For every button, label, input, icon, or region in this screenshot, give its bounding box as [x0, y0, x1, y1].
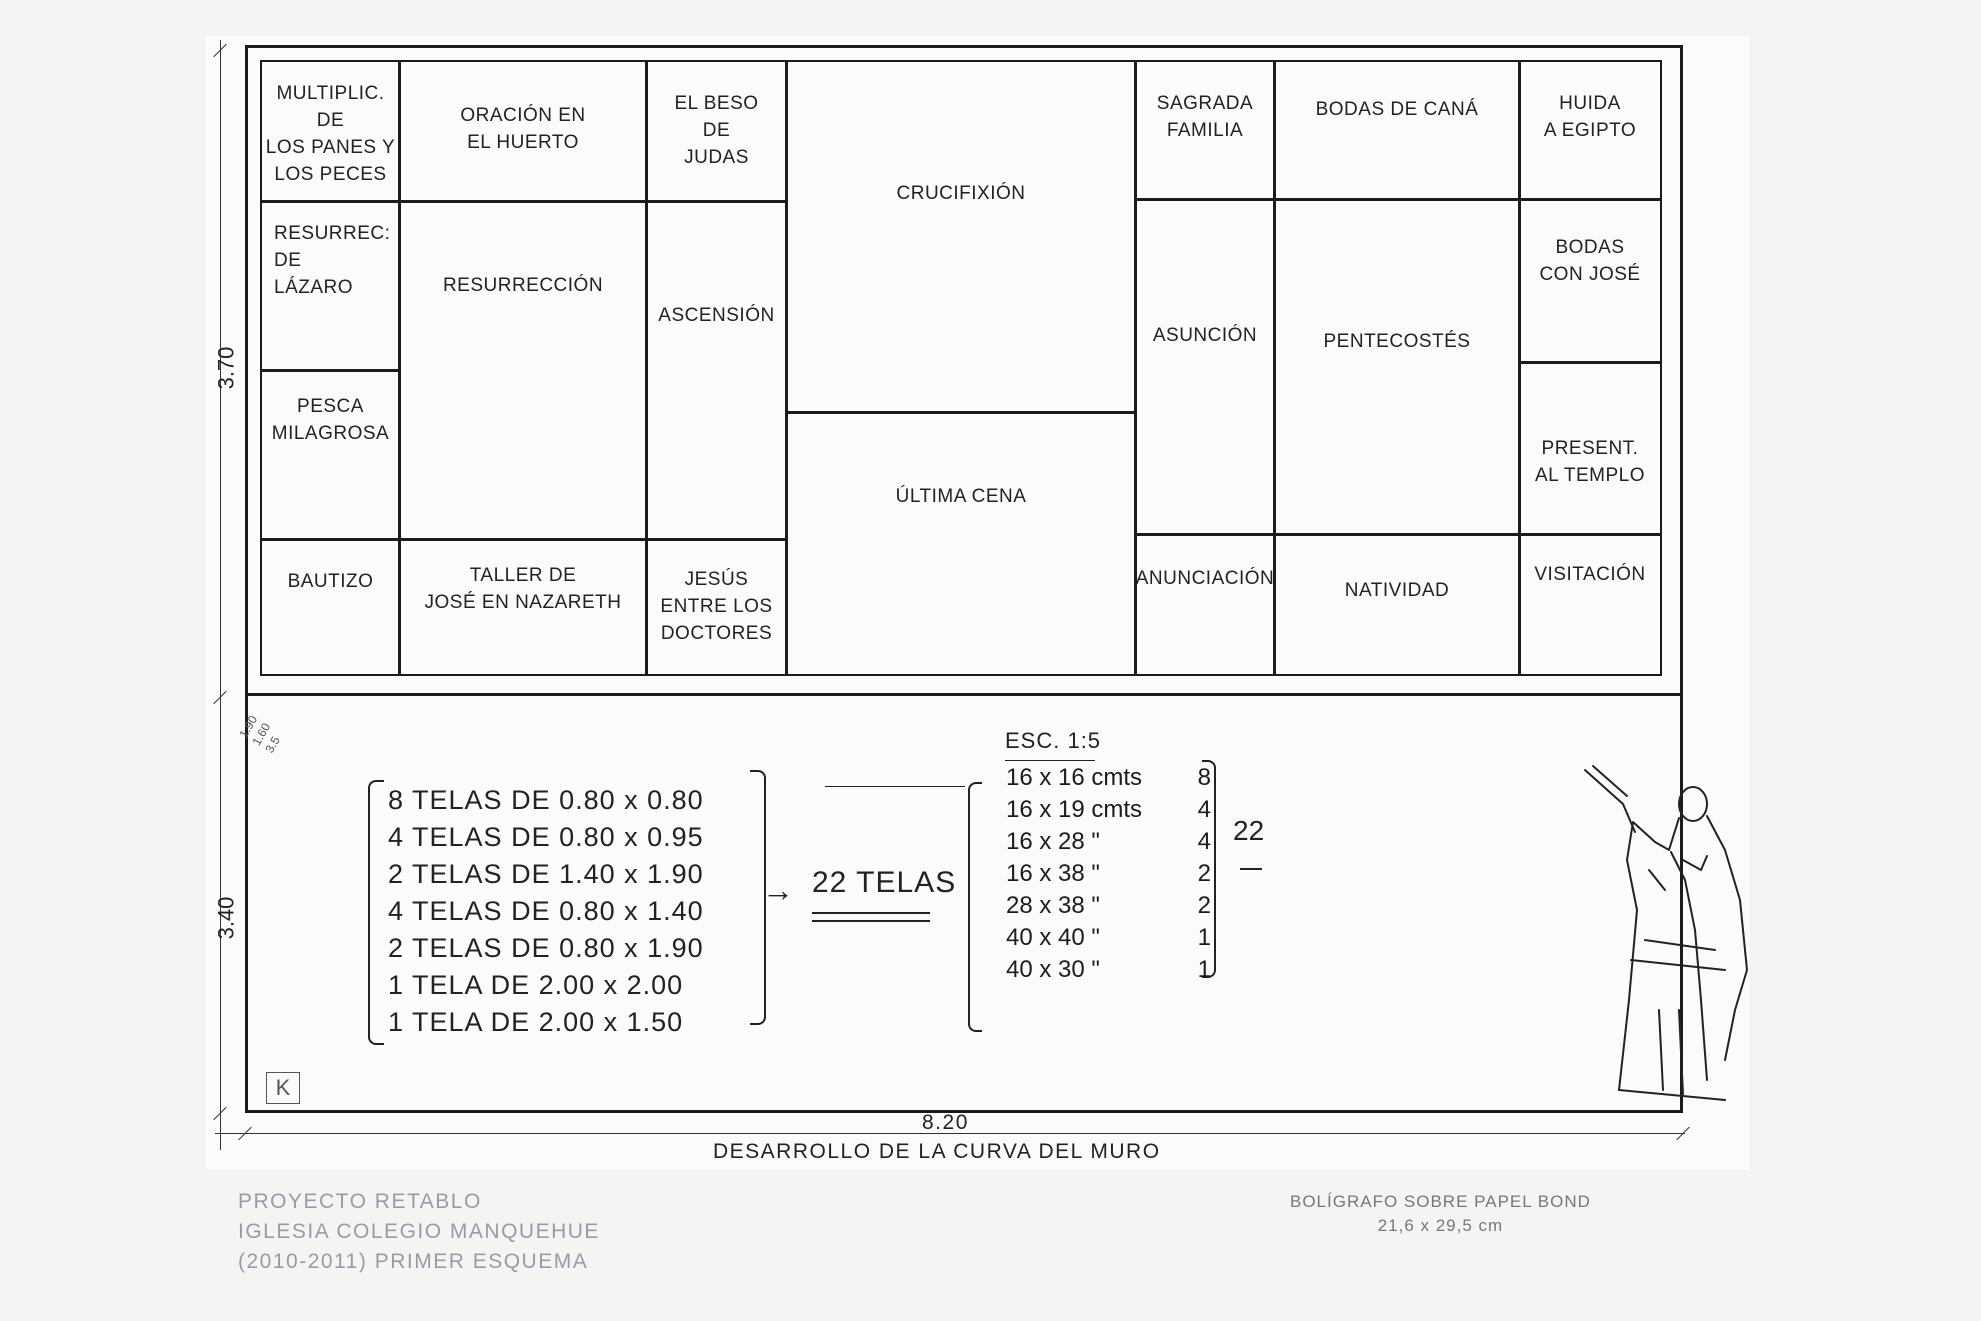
- panel-label: ORACIÓN EN EL HUERTO: [460, 105, 586, 153]
- tela-item: 2 TELAS DE 0.80 x 1.90: [388, 933, 704, 963]
- arrow-right: →: [762, 872, 794, 908]
- panel-bautizo: BAUTIZO: [260, 538, 401, 676]
- scale-row: 16 x 16 cmts 8: [1006, 762, 1211, 794]
- width-label: 8.20: [922, 1111, 969, 1134]
- tela-item: 1 TELA DE 2.00 x 2.00: [388, 970, 684, 1000]
- height-bottom-label: 3.40: [213, 896, 239, 940]
- scale-size: 16 x 16 cmts: [1006, 764, 1143, 791]
- scale-row: 16 x 19 cmts 4: [1006, 794, 1211, 826]
- panel-label: PRESENT. AL TEMPLO: [1534, 438, 1646, 486]
- scale-label: ESC. 1:5: [1005, 728, 1102, 753]
- panel-label: HUIDA A EGIPTO: [1543, 93, 1637, 141]
- panel-huida-egipto: HUIDA A EGIPTO: [1518, 60, 1662, 201]
- panel-label: RESURREC: DE LÁZARO: [274, 223, 391, 298]
- panel-oracion-huerto: ORACIÓN EN EL HUERTO: [398, 60, 648, 203]
- saint-figure-sketch: [1584, 765, 1748, 1101]
- panel-label: MULTIPLIC. DE LOS PANES Y LOS PECES: [265, 83, 396, 185]
- panel-label: PENTECOSTÉS: [1323, 331, 1471, 352]
- scale-size: 28 x 38 ": [1006, 892, 1100, 919]
- scale-row: 28 x 38 " 2: [1006, 890, 1211, 922]
- scale-count: 1: [1197, 924, 1211, 951]
- panel-ultima-cena: ÚLTIMA CENA: [785, 411, 1137, 676]
- panel-resurreccion-lazaro: RESURREC: DE LÁZARO: [260, 200, 401, 372]
- scale-size: 16 x 28 ": [1006, 828, 1100, 855]
- panel-jesus-doctores: JESÚS ENTRE LOS DOCTORES: [645, 538, 788, 676]
- artist-monogram: K: [266, 1072, 300, 1104]
- scale-label-underline: [1005, 760, 1095, 761]
- total-underline: [812, 912, 930, 922]
- tela-item: 4 TELAS DE 0.80 x 0.95: [388, 822, 704, 852]
- panel-resurreccion: RESURRECCIÓN: [398, 200, 648, 541]
- scale-count: 2: [1197, 860, 1211, 887]
- scale-count: 4: [1197, 796, 1211, 823]
- panel-bodas-jose: BODAS CON JOSÉ: [1518, 198, 1662, 364]
- panel-label: BODAS DE CANÁ: [1315, 99, 1479, 120]
- panel-anunciacion: ANUNCIACIÓN: [1134, 533, 1276, 676]
- height-dimension-line: [220, 40, 221, 1150]
- telas-list: 8 TELAS DE 0.80 x 0.80 4 TELAS DE 0.80 x …: [388, 782, 704, 1041]
- telas-bracket-right: [750, 770, 766, 1025]
- panel-taller-jose: TALLER DE JOSÉ EN NAZARETH: [398, 538, 648, 676]
- panel-visitacion: VISITACIÓN: [1518, 533, 1662, 676]
- connector-line: [825, 786, 965, 787]
- panel-label: TALLER DE JOSÉ EN NAZARETH: [424, 565, 622, 613]
- panel-multiplicacion: MULTIPLIC. DE LOS PANES Y LOS PECES: [260, 60, 401, 203]
- scale-row: 40 x 40 " 1: [1006, 922, 1211, 954]
- panel-natividad: NATIVIDAD: [1273, 533, 1521, 676]
- panel-label: JESÚS ENTRE LOS DOCTORES: [660, 569, 773, 644]
- height-top-label: 3.70: [213, 346, 239, 390]
- panel-label: CRUCIFIXIÓN: [896, 183, 1026, 204]
- scale-row: 40 x 30 " 1: [1006, 954, 1211, 986]
- panel-pentecostes: PENTECOSTÉS: [1273, 198, 1521, 536]
- scale-count: 1: [1197, 956, 1211, 983]
- scale-bracket-left: [968, 782, 982, 1032]
- panel-presentacion-templo: PRESENT. AL TEMPLO: [1518, 361, 1662, 536]
- panel-ascension: ASCENSIÓN: [645, 200, 788, 541]
- scale-bracket-right: [1202, 760, 1216, 978]
- panel-label: NATIVIDAD: [1344, 580, 1450, 601]
- panel-bodas-cana: BODAS DE CANÁ: [1273, 60, 1521, 201]
- panel-sagrada-familia: SAGRADA FAMILIA: [1134, 60, 1276, 201]
- scale-row: 16 x 38 " 2: [1006, 858, 1211, 890]
- panel-crucifixion: CRUCIFIXIÓN: [785, 60, 1137, 414]
- tela-item: 4 TELAS DE 0.80 x 1.40: [388, 896, 704, 926]
- total-telas: 22 TELAS: [812, 866, 957, 899]
- panel-label: ÚLTIMA CENA: [895, 486, 1027, 507]
- retablo-frame: [245, 45, 1683, 1113]
- panel-label: EL BESO DE JUDAS: [674, 93, 759, 168]
- panel-label: SAGRADA FAMILIA: [1156, 93, 1254, 141]
- project-caption: PROYECTO RETABLO IGLESIA COLEGIO MANQUEH…: [238, 1190, 600, 1273]
- tela-item: 2 TELAS DE 1.40 x 1.90: [388, 859, 704, 889]
- scale-count: 2: [1197, 892, 1211, 919]
- wall-curve-label: DESARROLLO DE LA CURVA DEL MURO: [713, 1140, 1161, 1163]
- panel-label: VISITACIÓN: [1534, 564, 1646, 585]
- medium-caption: BOLÍGRAFO SOBRE PAPEL BOND 21,6 x 29,5 c…: [1290, 1192, 1591, 1235]
- frame-divider: [245, 693, 1683, 696]
- panel-label: PESCA MILAGROSA: [271, 396, 390, 444]
- panel-label: BODAS CON JOSÉ: [1539, 237, 1641, 285]
- panel-label: ASCENSIÓN: [658, 305, 775, 326]
- scale-sum-dash: [1240, 868, 1262, 870]
- telas-bracket-left: [368, 780, 384, 1045]
- panel-asuncion: ASUNCIÓN: [1134, 198, 1276, 536]
- paper-sheet: [205, 35, 1750, 1170]
- scale-count: 8: [1197, 764, 1211, 791]
- scale-size: 16 x 19 cmts: [1006, 796, 1143, 823]
- width-dimension-line: [215, 1133, 1685, 1134]
- tela-item: 1 TELA DE 2.00 x 1.50: [388, 1007, 684, 1037]
- scale-row: 16 x 28 " 4: [1006, 826, 1211, 858]
- panel-label: BAUTIZO: [287, 571, 374, 592]
- scale-size: 40 x 30 ": [1006, 956, 1100, 983]
- scale-size: 40 x 40 ": [1006, 924, 1100, 951]
- panel-pesca-milagrosa: PESCA MILAGROSA: [260, 369, 401, 541]
- tela-item: 8 TELAS DE 0.80 x 0.80: [388, 785, 704, 815]
- panel-label: ANUNCIACIÓN: [1135, 568, 1275, 589]
- panel-beso-judas: EL BESO DE JUDAS: [645, 60, 788, 203]
- scale-sum: 22: [1233, 815, 1265, 846]
- scale-size: 16 x 38 ": [1006, 860, 1100, 887]
- panel-label: ASUNCIÓN: [1152, 325, 1258, 346]
- scale-count: 4: [1197, 828, 1211, 855]
- panel-label: RESURRECCIÓN: [442, 275, 604, 296]
